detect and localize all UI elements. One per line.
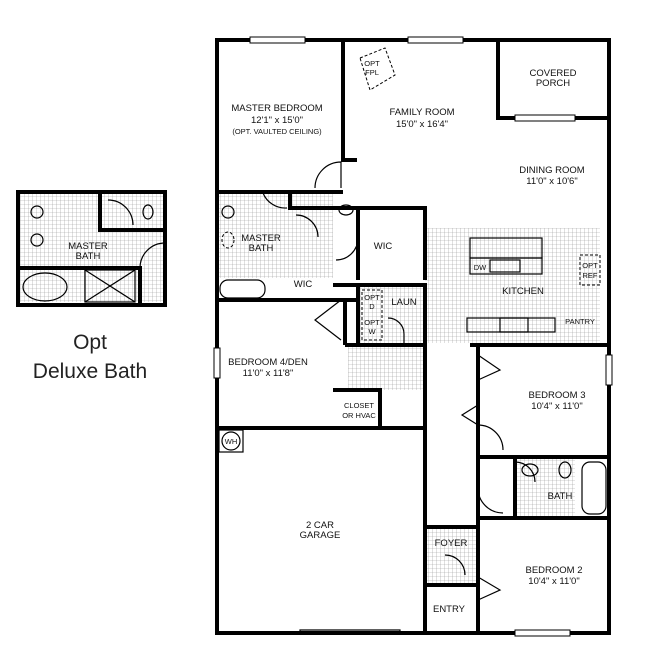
opt-w-1: OPT <box>364 318 380 327</box>
porch-2: PORCH <box>536 78 570 89</box>
opt-fpl-1: OPT <box>364 59 380 68</box>
foyer-label: FOYER <box>435 538 468 549</box>
windows <box>213 36 613 637</box>
closet-2: OR HVAC <box>342 411 376 420</box>
dining-room-name: DINING ROOM <box>519 165 585 176</box>
dining-room-size: 11'0" x 10'6" <box>526 176 577 187</box>
master-bedroom-size: 12'1" x 15'0" <box>251 115 303 126</box>
inset-room-1: MASTER <box>68 241 108 252</box>
inset-caption-1: Opt <box>73 331 107 354</box>
dw-label: DW <box>474 263 487 272</box>
garage-2: GARAGE <box>300 530 341 541</box>
inset-deluxe-bath <box>16 190 167 307</box>
opt-w-2: W <box>368 327 376 336</box>
closet-1: CLOSET <box>344 401 374 410</box>
master-bath-2: BATH <box>249 243 274 254</box>
inset-caption-2: Deluxe Bath <box>33 360 147 383</box>
bedroom-3-name: BEDROOM 3 <box>528 390 585 401</box>
master-bath-1: MASTER <box>241 233 281 244</box>
porch-1: COVERED <box>530 68 577 79</box>
master-bedroom-note: (OPT. VAULTED CEILING) <box>232 127 322 136</box>
opt-ref-2: REF <box>583 271 598 280</box>
wic-label-2: WIC <box>294 279 313 290</box>
wh-label: WH <box>225 437 238 446</box>
bedroom-4-size: 11'0" x 11'8" <box>243 368 294 379</box>
inset-room-2: BATH <box>76 251 101 262</box>
kitchen-label: KITCHEN <box>502 286 544 297</box>
opt-d-1: OPT <box>364 293 380 302</box>
family-room-name: FAMILY ROOM <box>389 107 454 118</box>
bedroom-4-name: BEDROOM 4/DEN <box>228 357 308 368</box>
doors-and-fixtures <box>218 47 607 633</box>
opt-d-2: D <box>369 302 375 311</box>
bath-label: BATH <box>548 491 573 502</box>
pantry-label: PANTRY <box>565 317 595 326</box>
garage-1: 2 CAR <box>306 520 334 531</box>
bedroom-2-size: 10'4" x 11'0" <box>528 576 579 587</box>
bedroom-3-size: 10'4" x 11'0" <box>531 401 582 412</box>
master-bedroom-name: MASTER BEDROOM <box>231 103 322 114</box>
opt-ref-1: OPT <box>582 261 598 270</box>
entry-label: ENTRY <box>433 604 466 615</box>
bedroom-2-name: BEDROOM 2 <box>525 565 582 576</box>
laundry-label: LAUN <box>391 297 416 308</box>
opt-fpl-2: FPL <box>365 68 379 77</box>
tile-floors <box>20 194 600 584</box>
family-room-size: 15'0" x 16'4" <box>396 119 448 130</box>
wic-label-1: WIC <box>374 241 393 252</box>
